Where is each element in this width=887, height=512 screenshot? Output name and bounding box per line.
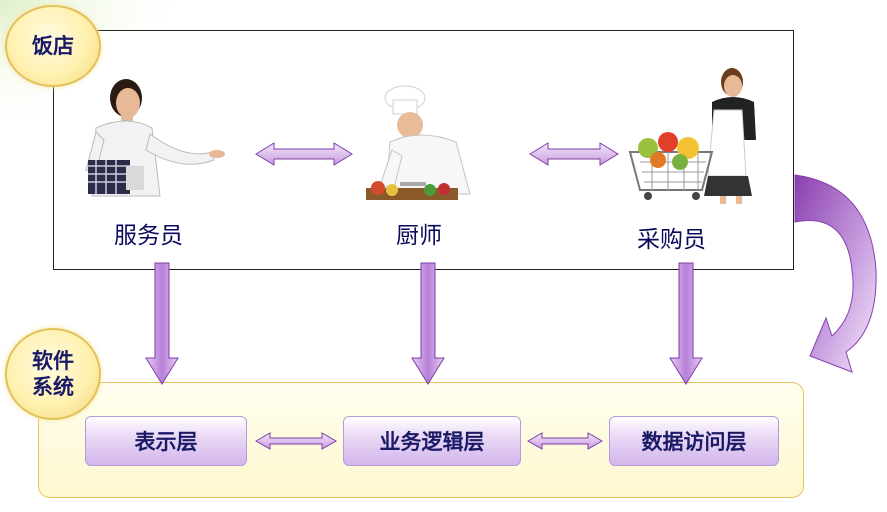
business-data-double-arrow xyxy=(526,432,604,450)
waiter-chef-double-arrow xyxy=(255,142,353,166)
waiter-to-presentation-arrow xyxy=(145,262,179,385)
data-access-layer-label: 数据访问层 xyxy=(641,430,747,454)
waiter-illustration xyxy=(85,79,225,197)
restaurant-badge: 饭店 xyxy=(5,5,101,87)
buyer-to-data-arrow xyxy=(669,262,703,385)
buyer-label: 采购员 xyxy=(637,227,706,253)
waiter-label: 服务员 xyxy=(114,223,183,249)
data-access-layer-box: 数据访问层 xyxy=(609,416,779,466)
software-badge-line2: 系统 xyxy=(32,375,74,399)
chef-label: 厨师 xyxy=(396,223,442,249)
business-logic-layer-box: 业务逻辑层 xyxy=(343,416,521,466)
restaurant-badge-label: 饭店 xyxy=(32,34,74,58)
business-logic-layer-label: 业务逻辑层 xyxy=(379,430,485,454)
chef-to-business-arrow xyxy=(411,262,445,385)
chef-illustration xyxy=(366,85,471,200)
software-system-badge: 软件 系统 xyxy=(5,328,101,420)
chef-buyer-double-arrow xyxy=(529,142,619,166)
software-badge-line1: 软件 xyxy=(32,349,74,373)
buyer-illustration xyxy=(628,68,756,204)
presentation-layer-label: 表示层 xyxy=(134,430,198,454)
presentation-business-double-arrow xyxy=(254,432,338,450)
presentation-layer-box: 表示层 xyxy=(85,416,247,466)
restaurant-to-software-curved-arrow xyxy=(794,174,877,373)
